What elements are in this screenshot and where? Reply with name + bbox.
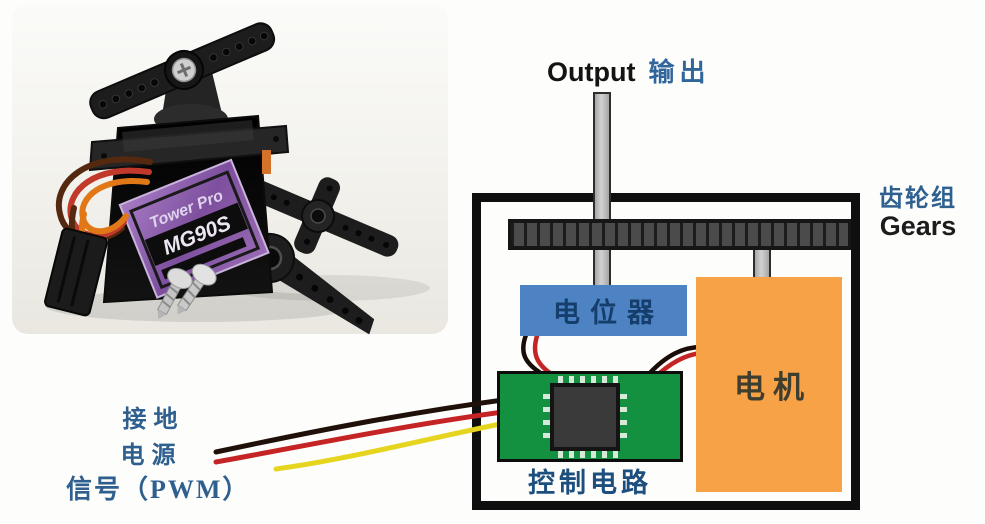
gear-bar xyxy=(508,219,851,250)
output-shaft xyxy=(593,92,611,290)
power-wire-label: 电源 xyxy=(120,443,183,469)
output-label-en: Output xyxy=(547,57,636,87)
ic-chip-icon xyxy=(543,376,627,458)
ground-wire-label: 接地 xyxy=(122,407,185,433)
wire-power xyxy=(213,408,513,465)
servo-horn xyxy=(89,22,276,120)
gears-label-en: Gears xyxy=(879,211,957,242)
control-circuit-label: 控制电路 xyxy=(528,468,652,498)
servo-connector xyxy=(44,227,108,317)
servo-case-outline xyxy=(472,193,860,510)
output-label: Output 输出 xyxy=(547,52,710,89)
signal-wire-label: 信号（PWM） xyxy=(66,475,251,504)
wire-ground xyxy=(213,396,513,455)
spare-horn-cross-icon xyxy=(237,175,399,257)
motor-box: 电机 xyxy=(696,277,842,492)
potentiometer-label: 电位器 xyxy=(553,298,664,328)
servo-label: Tower Pro MG90S xyxy=(118,158,270,299)
output-label-zh: 输出 xyxy=(648,58,711,87)
gears-label: 齿轮组 Gears xyxy=(864,186,972,242)
gears-label-zh: 齿轮组 xyxy=(879,186,957,212)
control-circuit-board xyxy=(497,371,683,462)
servo-photo: Tower Pro MG90S xyxy=(12,4,448,335)
motor-label: 电机 xyxy=(734,370,812,405)
screws-icon xyxy=(156,263,217,320)
potentiometer-box: 电位器 xyxy=(520,285,687,336)
